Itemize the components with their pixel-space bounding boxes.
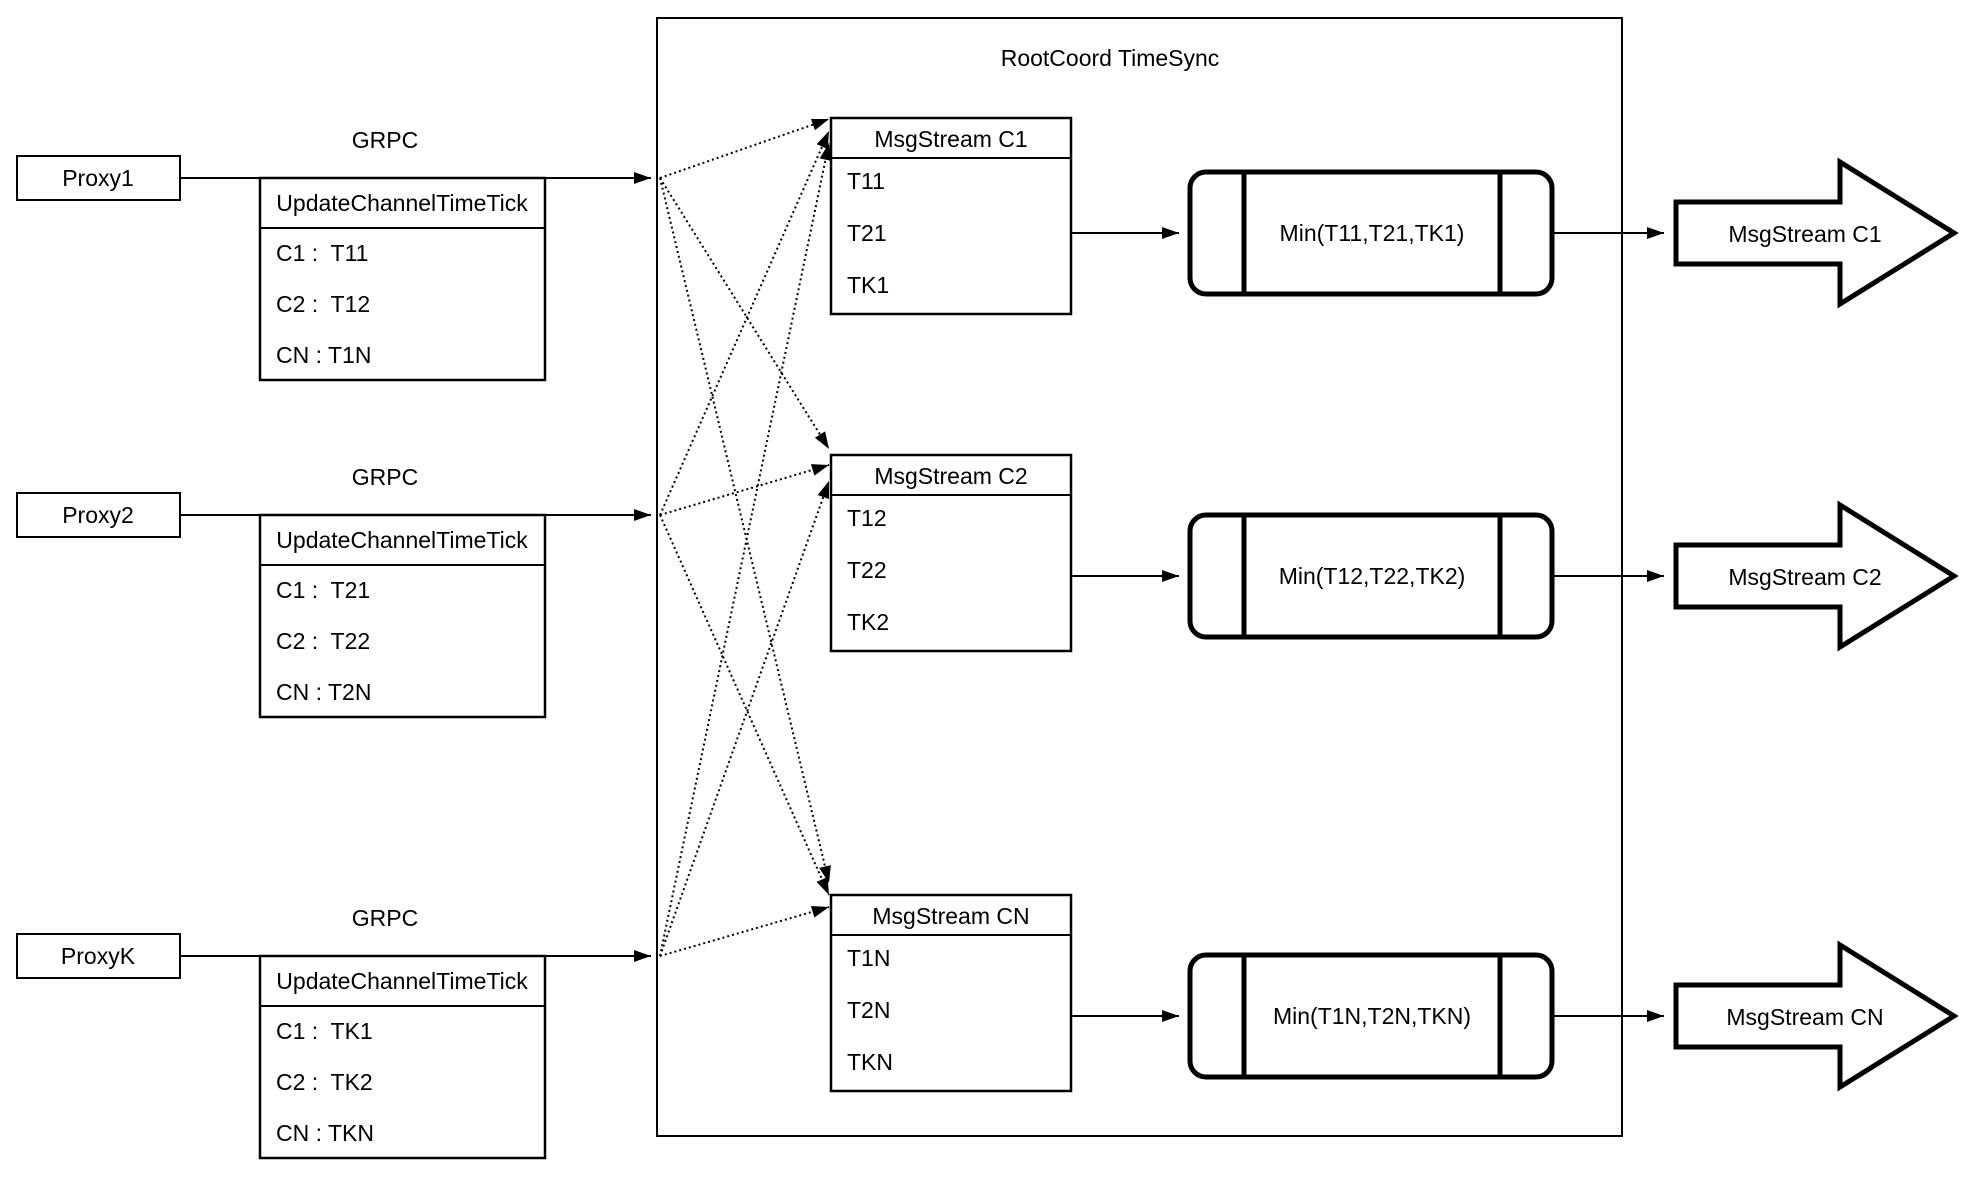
proxy1-table-row: C1 : T11	[276, 240, 368, 266]
rootcoord-title: RootCoord TimeSync	[1001, 45, 1220, 71]
proxy2-table-row: C1 : T21	[276, 577, 370, 603]
output-arrow-cn-label: MsgStream CN	[1726, 1004, 1883, 1030]
stream-row-c1: MsgStream C1 T11 T21 TK1 Min(T11,T21,TK1…	[829, 116, 1959, 316]
proxy1-grpc-label: GRPC	[352, 127, 418, 153]
msgstream-cn-border	[829, 893, 1073, 1093]
msgstream-cn-table: MsgStream CN T1N T2N TKN	[829, 893, 1073, 1093]
proxy2-table-border	[258, 513, 547, 719]
msgstream-c1-title: MsgStream C1	[874, 126, 1027, 152]
msgstream-cn-row: T1N	[847, 945, 890, 971]
msgstream-c2-table: MsgStream C2 T12 T22 TK2	[829, 453, 1073, 653]
proxyk-label: ProxyK	[61, 943, 136, 969]
proxy2-message-table: UpdateChannelTimeTick C1 : T21 C2 : T22 …	[258, 513, 547, 719]
msgstream-cn-title: MsgStream CN	[872, 903, 1029, 929]
proxy1-message-table: UpdateChannelTimeTick C1 : T11 C2 : T12 …	[258, 176, 547, 382]
proxyk-message-table: UpdateChannelTimeTick C1 : TK1 C2 : TK2 …	[258, 954, 547, 1160]
fanout-lines	[659, 118, 832, 957]
fan-line-p1-c2	[659, 177, 830, 450]
min-node-c2: Min(T12,T22,TK2)	[1187, 512, 1555, 640]
msgstream-c2-row: TK2	[847, 609, 889, 635]
stream-row-c2: MsgStream C2 T12 T22 TK2 Min(T12,T22,TK2…	[829, 453, 1959, 653]
proxy-group-1: Proxy1 GRPC UpdateChannelTimeTick C1 : T…	[16, 127, 651, 382]
msgstream-c1-row: T21	[847, 220, 887, 246]
output-arrow-c2-shape	[1673, 500, 1959, 652]
msgstream-cn-row: T2N	[847, 997, 890, 1023]
msgstream-c1-border	[829, 116, 1073, 316]
min-cn-label: Min(T1N,T2N,TKN)	[1273, 1003, 1471, 1029]
msgstream-c2-row: T12	[847, 505, 887, 531]
msgstream-cn-row: TKN	[847, 1049, 893, 1075]
proxyk-grpc-label: GRPC	[352, 905, 418, 931]
fan-line-pk-c2	[659, 480, 830, 957]
msgstream-c1-row: T11	[847, 168, 885, 194]
output-arrow-cn: MsgStream CN	[1673, 940, 1959, 1092]
fan-line-pk-c1	[659, 142, 832, 957]
proxy2-table-row: C2 : T22	[276, 628, 370, 654]
min-node-c1: Min(T11,T21,TK1)	[1187, 169, 1555, 297]
proxy1-box	[16, 155, 181, 201]
proxy1-table-row: C2 : T12	[276, 291, 370, 317]
output-arrow-c1-label: MsgStream C1	[1728, 221, 1881, 247]
proxy1-table-title: UpdateChannelTimeTick	[276, 190, 528, 216]
proxy2-table-title: UpdateChannelTimeTick	[276, 527, 528, 553]
proxyk-box	[16, 933, 181, 979]
proxy1-table-border	[258, 176, 547, 382]
proxy-group-k: ProxyK GRPC UpdateChannelTimeTick C1 : T…	[16, 905, 651, 1160]
proxyk-table-border	[258, 954, 547, 1160]
msgstream-c2-title: MsgStream C2	[874, 463, 1027, 489]
proxy1-table-row: CN : T1N	[276, 342, 371, 368]
proxy1-label: Proxy1	[62, 165, 134, 191]
output-arrow-c1: MsgStream C1	[1673, 157, 1959, 309]
fan-line-pk-cn	[659, 905, 830, 957]
proxyk-table-row: C1 : TK1	[276, 1018, 373, 1044]
msgstream-c2-row: T22	[847, 557, 887, 583]
min-node-cn: Min(T1N,T2N,TKN)	[1187, 952, 1555, 1080]
msgstream-c1-table: MsgStream C1 T11 T21 TK1	[829, 116, 1073, 316]
proxy2-label: Proxy2	[62, 502, 134, 528]
proxyk-table-title: UpdateChannelTimeTick	[276, 968, 528, 994]
min-c1-label: Min(T11,T21,TK1)	[1280, 220, 1465, 246]
msgstream-c1-row: TK1	[847, 272, 889, 298]
output-arrow-cn-shape	[1673, 940, 1959, 1092]
fan-line-p2-cn	[659, 514, 830, 896]
output-arrow-c2-label: MsgStream C2	[1728, 564, 1881, 590]
output-arrow-c2: MsgStream C2	[1673, 500, 1959, 652]
fan-line-p2-c2	[659, 464, 830, 516]
proxy2-box	[16, 492, 181, 538]
proxy2-table-row: CN : T2N	[276, 679, 371, 705]
stream-row-cn: MsgStream CN T1N T2N TKN Min(T1N,T2N,TKN…	[829, 893, 1959, 1093]
msgstream-c2-border	[829, 453, 1073, 653]
proxy-group-2: Proxy2 GRPC UpdateChannelTimeTick C1 : T…	[16, 464, 651, 719]
min-c2-label: Min(T12,T22,TK2)	[1279, 563, 1466, 589]
fan-line-p1-cn	[659, 177, 831, 884]
output-arrow-c1-shape	[1673, 157, 1959, 309]
proxyk-table-row: C2 : TK2	[276, 1069, 373, 1095]
proxyk-table-row: CN : TKN	[276, 1120, 374, 1146]
proxy2-grpc-label: GRPC	[352, 464, 418, 490]
